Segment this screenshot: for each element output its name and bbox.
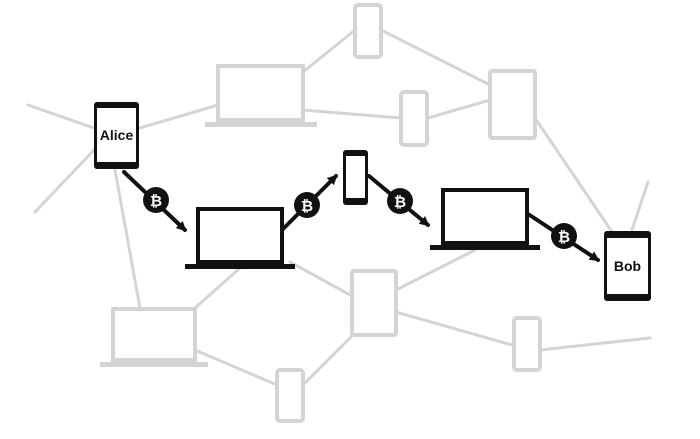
- inactive-devices: [100, 3, 542, 423]
- edge: [394, 248, 477, 292]
- edge: [533, 116, 614, 234]
- laptop-icon: [100, 307, 208, 367]
- tablet-icon: [350, 269, 398, 337]
- tablet-icon: [488, 69, 537, 140]
- edge: [26, 103, 96, 130]
- edge: [538, 336, 652, 352]
- laptop-icon: [205, 64, 317, 127]
- phone-icon: [343, 150, 368, 205]
- bitcoin-icon: ₿: [294, 192, 320, 218]
- bitcoin-icon: ₿: [551, 223, 577, 249]
- phone-icon: [353, 3, 383, 59]
- bitcoin-symbol: ₿: [150, 192, 162, 210]
- bitcoin-symbol: ₿: [301, 197, 313, 215]
- edge: [288, 260, 354, 298]
- edge: [426, 98, 492, 120]
- laptop-icon: [430, 188, 540, 250]
- edge: [394, 310, 514, 347]
- bitcoin-icon: ₿: [143, 187, 169, 213]
- edge: [301, 331, 357, 387]
- edge: [193, 348, 279, 387]
- bob-tablet: Bob: [604, 231, 651, 301]
- network-connections: [26, 28, 652, 387]
- edge: [301, 108, 403, 120]
- phone-icon: [512, 316, 542, 372]
- edge: [33, 148, 96, 214]
- edge: [193, 266, 242, 310]
- bitcoin-icon: ₿: [387, 188, 413, 214]
- alice-label: Alice: [100, 127, 134, 143]
- phone-icon: [275, 368, 305, 423]
- bitcoin-symbol: ₿: [558, 228, 570, 246]
- edge: [379, 28, 492, 87]
- phone-icon: [399, 90, 429, 147]
- edge: [630, 180, 650, 232]
- edge: [301, 28, 357, 74]
- laptop-icon: [185, 207, 295, 269]
- bob-label: Bob: [614, 258, 641, 274]
- alice-tablet: Alice: [94, 102, 139, 169]
- bitcoin-symbol: ₿: [394, 193, 406, 211]
- edge: [138, 103, 220, 130]
- edge: [113, 168, 142, 310]
